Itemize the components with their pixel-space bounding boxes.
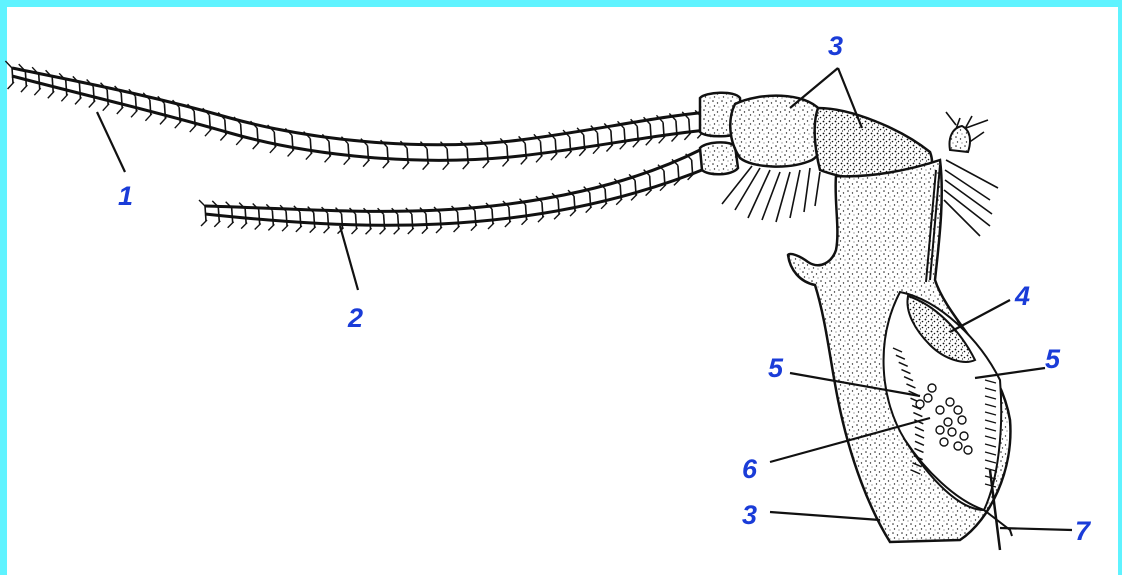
- label-2: 2: [347, 303, 363, 333]
- label-4: 4: [1014, 281, 1030, 311]
- label-6: 6: [742, 454, 758, 484]
- flagellum-1-segments: [5, 61, 716, 170]
- small-appendage: [950, 126, 971, 152]
- label-7: 7: [1075, 516, 1092, 546]
- label-5-left: 5: [768, 353, 784, 383]
- label-5-right: 5: [1045, 344, 1061, 374]
- label-3-bottom: 3: [742, 500, 757, 530]
- label-3-top: 3: [828, 31, 843, 61]
- label-1: 1: [118, 181, 133, 211]
